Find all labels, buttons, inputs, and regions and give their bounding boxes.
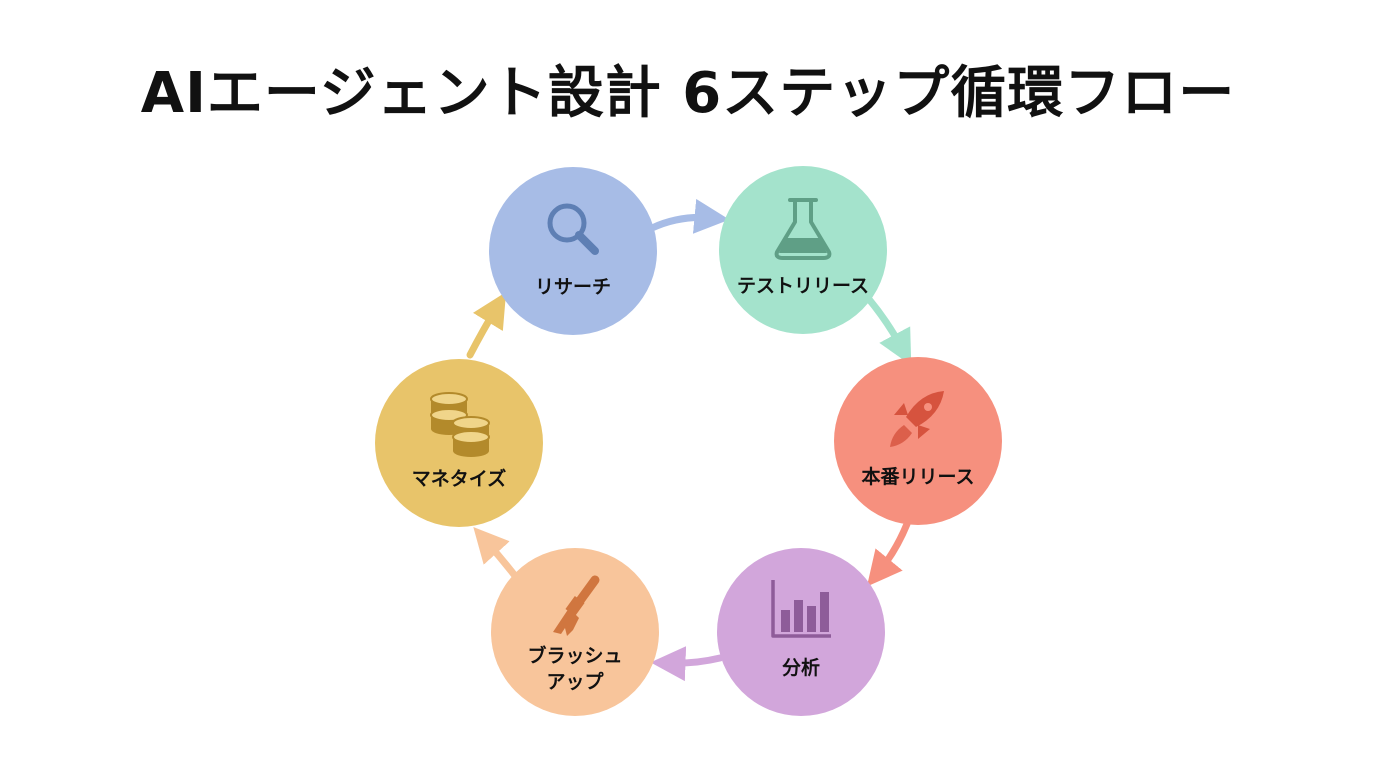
step-label: 分析: [782, 656, 820, 679]
step-node-ブラッシュ-アップ: ブラッシュアップ: [491, 548, 659, 716]
step-circle: [491, 548, 659, 716]
step-label: リサーチ: [535, 276, 611, 298]
step-node-テストリリース: テストリリース: [719, 166, 887, 334]
step-node-リサーチ: リサーチ: [489, 167, 657, 335]
arrow-4: [650, 646, 724, 682]
step-node-本番リリース: 本番リリース: [834, 357, 1002, 525]
bar-chart-icon: [771, 580, 831, 638]
step-node-分析: 分析: [717, 548, 885, 716]
arrow-3: [866, 520, 911, 587]
rocket-icon: [890, 391, 944, 447]
arrow-2: [864, 294, 912, 366]
magnifier-icon: [547, 203, 599, 255]
flask-icon: [774, 198, 832, 260]
step-label: テストリリース: [737, 275, 869, 297]
step-label: 本番リリース: [861, 465, 974, 488]
step-label: マネタイズ: [412, 467, 506, 490]
brush-icon: [553, 575, 600, 636]
step-node-マネタイズ: マネタイズ: [375, 359, 543, 527]
arrow-1: [648, 198, 730, 234]
step-label: ブラッシュアップ: [527, 644, 622, 693]
page-title: AIエージェント設計 6ステップ循環フロー: [140, 61, 1236, 126]
coins-icon: [430, 392, 490, 457]
step-circle: [489, 167, 657, 335]
step-circle: [834, 357, 1002, 525]
arrow-6: [466, 292, 507, 359]
